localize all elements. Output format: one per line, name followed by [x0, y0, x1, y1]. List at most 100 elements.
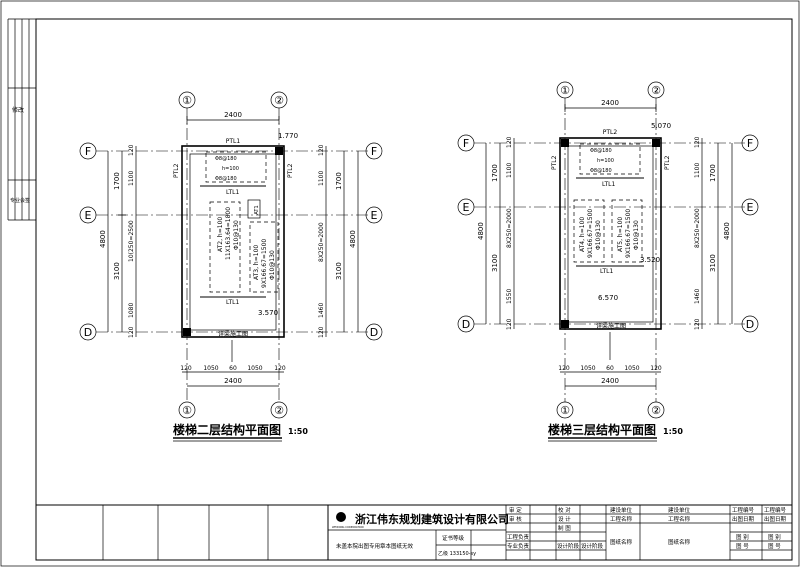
- tb-num-label: 图 号: [736, 542, 749, 550]
- p2-axis-top-1: ①: [182, 94, 192, 107]
- p2-axis-left-D: D: [84, 326, 92, 339]
- p3-elev-top: 5.070: [651, 122, 671, 130]
- p3-dim-bot-2: 1050: [580, 365, 595, 372]
- p3-flight-right-1: AT5, h=100: [617, 217, 624, 252]
- tb-sheet-label: 图 别: [736, 533, 749, 541]
- p2-dim-left-1700: 1700: [113, 172, 121, 190]
- p2-slab-rebar-3: Φ8@180: [215, 176, 237, 182]
- p2-flight-left-3: Φ10@130: [233, 220, 240, 250]
- p2-flight-right-1: AT3, h=100: [253, 245, 260, 280]
- p3-axis-left-E: E: [463, 201, 470, 214]
- p2-dim-bot-4: 1050: [247, 365, 262, 372]
- p3-slab-rebar-3: Φ8@180: [590, 168, 612, 174]
- p3-flight-left-2: 9X166.67=1500: [587, 209, 594, 258]
- tb-design: 设 计: [558, 515, 571, 523]
- p3-beam-ptl2-right: PTL2: [664, 155, 671, 170]
- p3-dim-right-i3: 8X250=2000: [694, 208, 701, 248]
- tb-phase-val: 设计阶段: [581, 542, 604, 550]
- tb-drawing-name-val: 图纸名称: [668, 538, 691, 546]
- p2-column-bot-left: [183, 328, 191, 336]
- tb-draw: 制 图: [558, 524, 571, 532]
- p3-flight-right-3: Φ10@130: [633, 220, 640, 250]
- p3-column-top-right: [652, 139, 660, 147]
- p3-dim-left-i1: 120: [506, 136, 513, 148]
- strip-label-revise: 修改: [12, 106, 24, 114]
- p2-dim-left-i2: 1100: [128, 171, 135, 186]
- p3-dim-top: 2400: [601, 99, 619, 107]
- tb-client-val: 建设单位: [668, 506, 691, 514]
- strip-label-cosign: 专业会签: [10, 197, 30, 204]
- p3-dim-left-3100: 3100: [491, 254, 499, 272]
- tb-date-label: 出图日期: [732, 515, 755, 523]
- p2-axis-right-F: F: [371, 145, 377, 158]
- p3-dim-right-3100: 3100: [709, 254, 717, 272]
- p3-beam-ltl1-bot: LTL1: [600, 268, 614, 275]
- p3-axis-right-E: E: [747, 201, 754, 214]
- p3-axis-right-F: F: [747, 137, 753, 150]
- p3-beam-ltl1-top: LTL1: [602, 181, 616, 188]
- tb-approve: 审 定: [509, 506, 522, 514]
- p3-dim-right-i5: 120: [694, 318, 701, 330]
- p2-flight-left-2: 11X163.64=1800: [225, 207, 232, 260]
- p2-dim-left-i1: 120: [128, 144, 135, 156]
- p2-beam-ltl1-bot: LTL1: [226, 299, 240, 306]
- tb-proj-no-val: 工程编号: [764, 506, 787, 514]
- tb-proj-lead: 工程负责: [507, 533, 530, 541]
- p2-dim-bot-1: 120: [180, 365, 192, 372]
- tb-proj-no-label: 工程编号: [732, 506, 755, 514]
- sheet-inner-border: [35, 18, 793, 561]
- p2-title: 楼梯二层结构平面图: [173, 422, 281, 437]
- plan-level-2: ① ② ① ② F E D F E D 2400 PTL1 1.770 Φ8@1…: [79, 91, 383, 442]
- company-logo-text: WEIDONG CORPORATION: [332, 525, 364, 529]
- p3-column-top-left: [561, 139, 569, 147]
- p2-dim-bot-2: 1050: [203, 365, 218, 372]
- p2-dim-bot-3: 60: [229, 365, 237, 372]
- p3-beam-ptl2-top: PTL2: [603, 129, 618, 136]
- p3-dim-right-i4: 1460: [694, 289, 701, 304]
- p3-axis-top-2: ②: [651, 84, 661, 97]
- p3-scale: 1:50: [663, 427, 683, 436]
- p3-axis-right-D: D: [746, 318, 754, 331]
- p2-axis-left-E: E: [85, 209, 92, 222]
- p2-dim-right-3100: 3100: [335, 262, 343, 280]
- tb-proj-name-label: 工程名称: [610, 515, 633, 523]
- p2-slab-rebar-1: Φ8@180: [215, 156, 237, 162]
- tb-check: 校 对: [558, 506, 571, 514]
- p3-dim-left-i5: 120: [506, 318, 513, 330]
- p2-beam-ptl2-right: PTL2: [287, 163, 294, 178]
- p2-dim-left-i5: 120: [128, 326, 135, 338]
- tb-sheet-val: 图 别: [768, 533, 781, 541]
- p3-elev-mid: 3.520: [640, 256, 660, 264]
- p3-dim-right-i1: 120: [694, 136, 701, 148]
- p2-dim-left-i3: 10(250=2500: [128, 220, 135, 262]
- p3-dim-left-i4: 1550: [506, 289, 513, 304]
- tb-note: 未盖本院出图专用章本图纸无效: [336, 542, 414, 550]
- p2-dim-right-i4: 1460: [318, 303, 325, 318]
- p3-dim-left-i2: 1100: [506, 163, 513, 178]
- p2-dim-right-1700: 1700: [335, 172, 343, 190]
- tb-num-val: 图 号: [768, 542, 781, 550]
- p2-dim-top: 2400: [224, 111, 242, 119]
- p2-dim-right-i5: 120: [318, 326, 325, 338]
- p3-axis-bot-1: ①: [560, 404, 570, 417]
- p3-dim-left-total: 4800: [477, 222, 485, 240]
- p3-flight-right-2: 9X166.67=1500: [625, 209, 632, 258]
- p3-slab-rebar-2: h=100: [597, 158, 614, 164]
- p2-scale: 1:50: [288, 427, 308, 436]
- tb-cert-value: 乙级 133150-sy: [438, 550, 476, 557]
- p3-flight-left-1: AT4, h=100: [579, 217, 586, 252]
- plan-level-3: ① ② ① ② F E D F E D 2400 PTL2 5.070 Φ8@1…: [457, 81, 759, 442]
- tb-client-label: 建设单位: [610, 506, 633, 514]
- left-signature-strip: 修改 专业会签: [7, 18, 36, 221]
- p3-dim-bot-5: 120: [650, 365, 662, 372]
- p2-axis-right-E: E: [371, 209, 378, 222]
- p2-beam-ptl2-left: PTL2: [173, 163, 180, 178]
- p2-beam-ltl1-top: LTL1: [226, 189, 240, 196]
- p2-axis-right-D: D: [370, 326, 378, 339]
- tb-proj-name-val: 工程名称: [668, 515, 691, 523]
- p3-dim-bot-4: 1050: [624, 365, 639, 372]
- tb-review: 审 核: [509, 515, 522, 523]
- p2-axis-bot-1: ①: [182, 404, 192, 417]
